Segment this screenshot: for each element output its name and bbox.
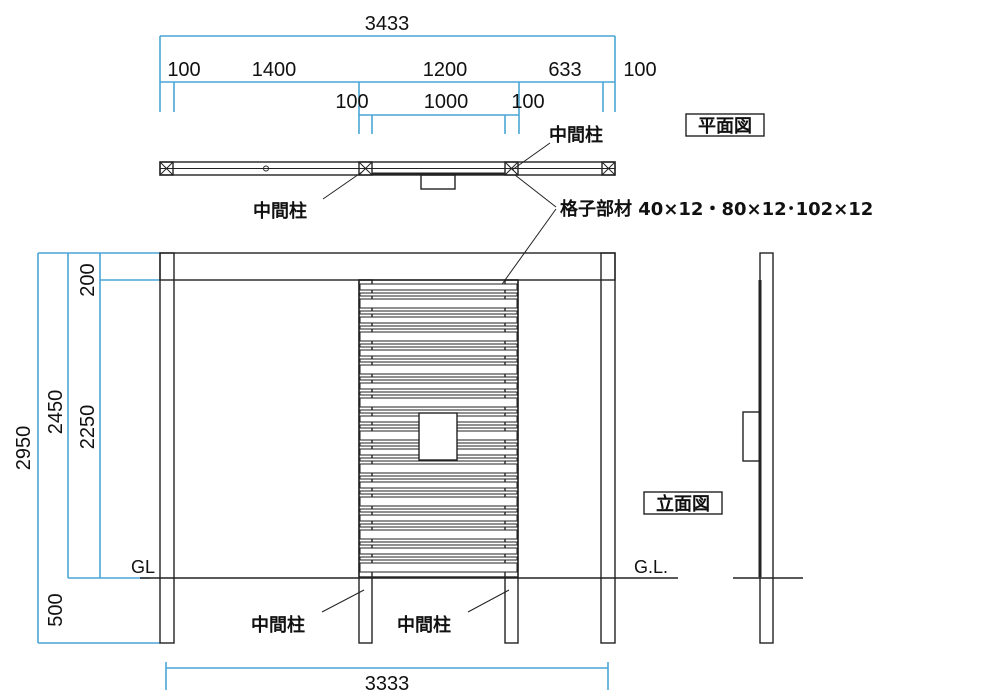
lattice-slat	[359, 508, 518, 513]
dim-h-500: 500	[45, 593, 67, 626]
dim-mid-100-right: 100	[511, 91, 544, 113]
panel-opening	[418, 412, 458, 461]
lattice-slat	[359, 358, 518, 363]
elevation-view-label: 立面図	[656, 493, 710, 515]
lattice-slat	[359, 310, 518, 315]
lattice-slat	[359, 529, 518, 540]
lattice-slat	[359, 316, 518, 324]
lattice-slat	[359, 349, 518, 357]
elevation-dimensions	[37, 252, 609, 690]
plan-view-label: 平面図	[698, 116, 752, 137]
lattice-slat	[359, 382, 518, 390]
leader-elev-left	[321, 589, 365, 613]
middle-post-label-plan-bottom: 中間柱	[253, 200, 307, 222]
dim-h-2250: 2250	[77, 405, 99, 450]
leader-elev-right	[467, 589, 510, 613]
lattice-slat	[359, 562, 518, 573]
leader-plan-bottom	[322, 171, 363, 200]
middle-post-label-elev-left: 中間柱	[251, 614, 305, 636]
lattice-slat	[359, 292, 518, 297]
lattice-slat	[359, 556, 518, 561]
lattice-slat	[359, 490, 518, 495]
lattice-slat	[359, 298, 518, 309]
lattice-slat	[359, 325, 518, 330]
right-post	[600, 252, 616, 644]
plan-view-tag: 平面図	[685, 113, 765, 137]
lattice-slat	[359, 364, 518, 375]
lattice-member-label: 格子部材 40×12・80×12･102×12	[560, 198, 873, 220]
dim-top-100-left: 100	[167, 59, 200, 81]
gl-right-label: G.L.	[634, 557, 668, 577]
leader-lattice-elev	[499, 208, 557, 288]
lattice-slat	[359, 283, 518, 291]
gl-left-label: GL	[131, 557, 155, 577]
lattice-slat	[359, 397, 518, 408]
middle-post-label-plan-top: 中間柱	[549, 124, 603, 146]
dim-h-200: 200	[77, 263, 99, 296]
leader-lattice-plan	[514, 174, 557, 208]
lattice-slat	[359, 496, 518, 507]
lattice-panel	[358, 279, 519, 578]
middle-post-label-elev-right: 中間柱	[397, 614, 451, 636]
lattice-slat	[359, 475, 518, 480]
side-view	[733, 252, 803, 644]
elevation-view	[159, 252, 616, 644]
lattice-slat	[359, 523, 518, 528]
plan-view	[159, 161, 616, 190]
dim-h-2450: 2450	[45, 390, 67, 435]
lattice-slat	[359, 376, 518, 381]
dim-h-2950: 2950	[13, 426, 35, 471]
dim-bottom-3333: 3333	[365, 673, 410, 695]
dim-overall-top: 3433	[365, 13, 410, 35]
dim-mid-1000: 1000	[424, 91, 469, 113]
leader-plan-top	[511, 142, 551, 171]
lattice-slat	[359, 481, 518, 489]
lattice-slat	[359, 547, 518, 555]
dim-mid-100-left: 100	[335, 91, 368, 113]
plan-dimensions	[159, 35, 616, 134]
dim-top-100-right: 100	[623, 59, 656, 81]
lattice-slat	[359, 343, 518, 348]
lattice-slat	[359, 514, 518, 522]
elevation-view-tag: 立面図	[643, 491, 723, 515]
dim-top-633: 633	[548, 59, 581, 81]
dim-top-1400: 1400	[252, 59, 297, 81]
lattice-slat	[359, 331, 518, 342]
top-beam	[159, 252, 616, 281]
lattice-slat	[359, 541, 518, 546]
lattice-slat	[359, 463, 518, 474]
dim-top-1200: 1200	[423, 59, 468, 81]
left-post	[159, 252, 175, 644]
lattice-slat	[359, 391, 518, 396]
